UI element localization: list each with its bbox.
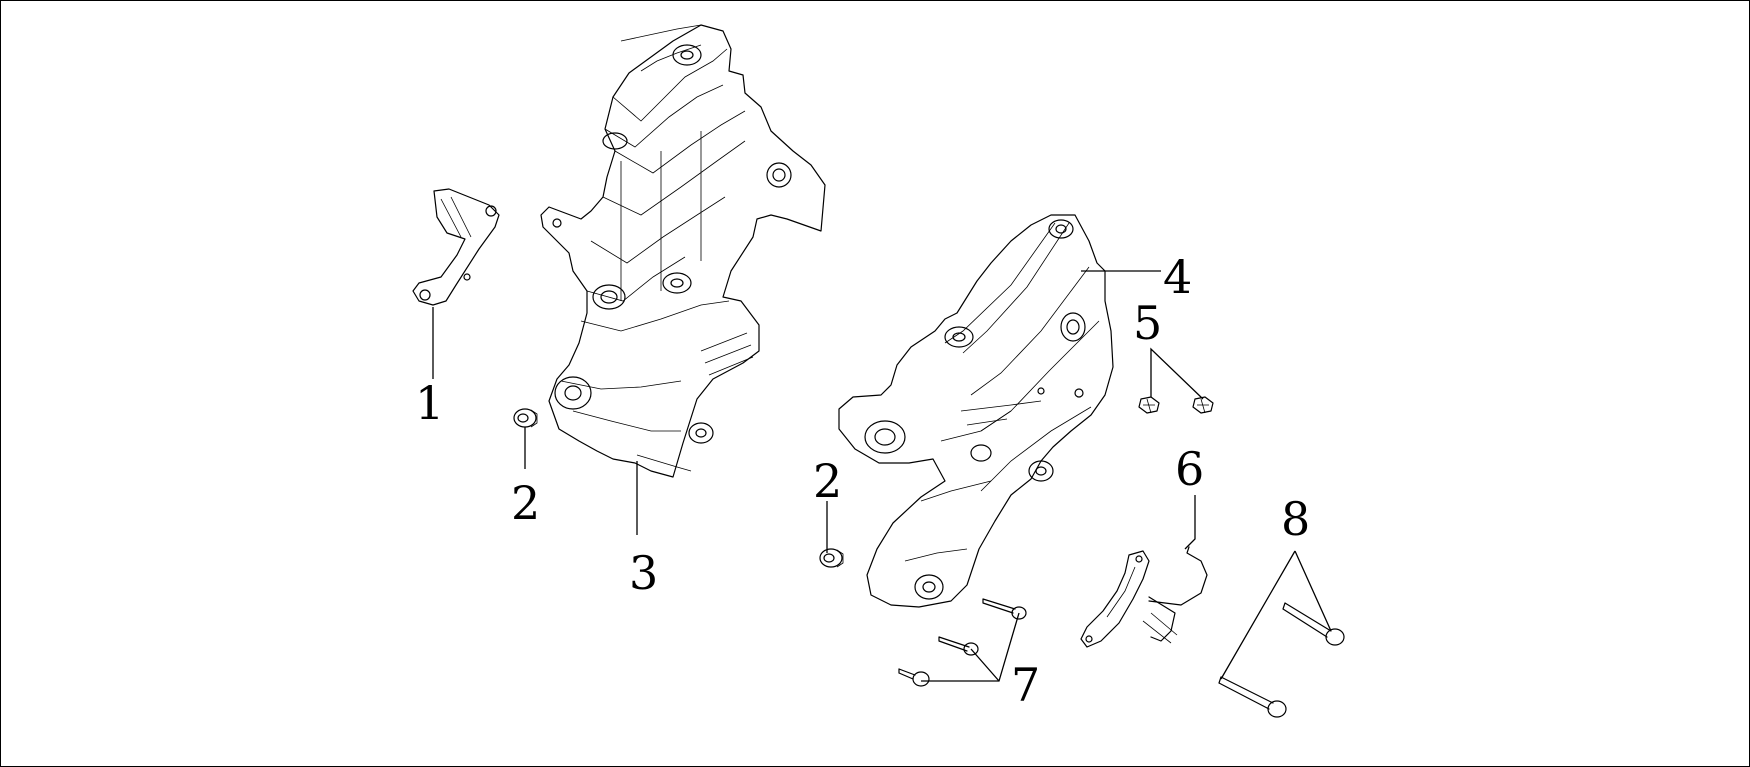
callout-1: 1	[415, 376, 444, 430]
callout-3: 3	[629, 546, 658, 600]
part-1-bracket	[412, 188, 500, 306]
leader-lines	[432, 270, 1332, 682]
part-6-wire-bracket	[1080, 546, 1208, 648]
callout-2-right: 2	[813, 454, 842, 508]
part-7-bolts	[898, 598, 1027, 687]
part-3-housing	[540, 24, 826, 478]
callout-5: 5	[1133, 296, 1162, 350]
part-8-bolts	[1218, 602, 1345, 718]
callout-4: 4	[1163, 250, 1192, 304]
callout-labels: 1 2 3 2 4 5 6 7 8	[415, 250, 1310, 712]
callout-8: 8	[1281, 492, 1310, 546]
callout-6: 6	[1175, 442, 1204, 496]
callout-7: 7	[1011, 658, 1040, 712]
part-2-grommet-right	[819, 548, 844, 568]
callout-2-left: 2	[511, 476, 540, 530]
part-4-housing	[838, 214, 1114, 608]
part-5-clips	[1138, 396, 1214, 414]
part-2-grommet-left	[513, 408, 538, 428]
